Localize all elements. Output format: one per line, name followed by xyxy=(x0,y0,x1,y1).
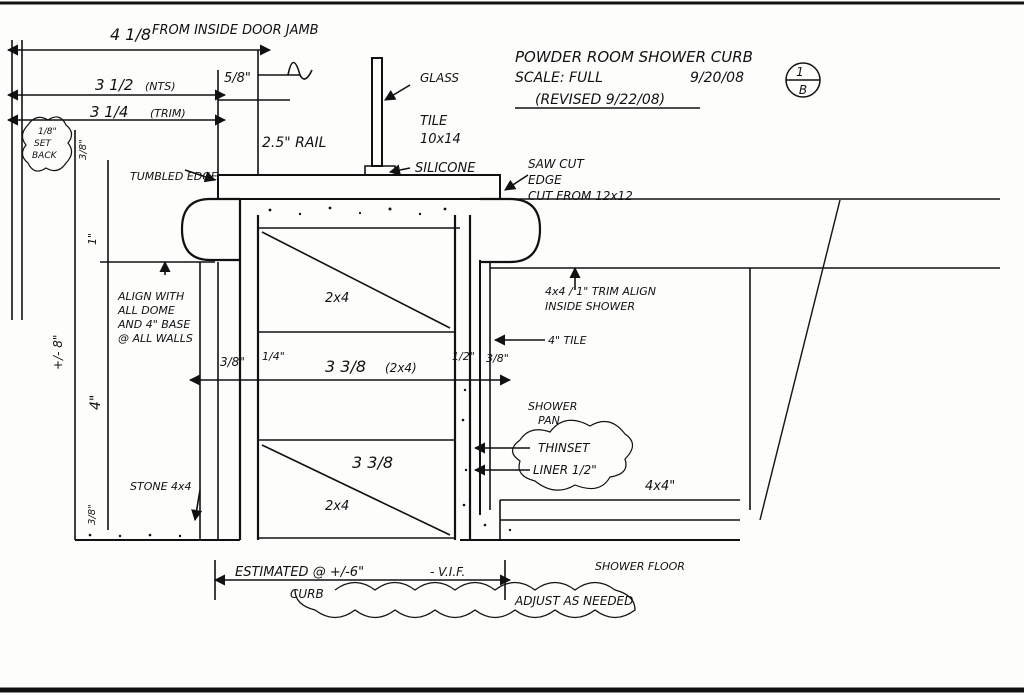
dim-width-trim: 3 1/4 xyxy=(90,103,128,121)
dim-top-overall-note: FROM INSIDE DOOR JAMB xyxy=(152,23,319,38)
label-stone: STONE 4x4 xyxy=(130,480,192,493)
label-trim-align-2: INSIDE SHOWER xyxy=(545,300,635,313)
label-align-4: @ ALL WALLS xyxy=(118,332,193,345)
setback-line-2: SET xyxy=(34,139,52,149)
label-thinset: THINSET xyxy=(538,441,591,455)
dim-left-small: 3/8" xyxy=(78,139,89,160)
sheet-number: 1 xyxy=(796,65,804,79)
setback-line-1: 1/8" xyxy=(38,127,57,137)
label-tumbled-edge: TUMBLED EDGE xyxy=(130,170,218,183)
dim-width-nts-note: (NTS) xyxy=(145,80,176,93)
dim-vif: - V.I.F. xyxy=(430,565,465,579)
label-four-tile: 4" TILE xyxy=(548,334,587,347)
label-align-1: ALIGN WITH xyxy=(117,290,184,303)
label-saw-cut-3: CUT FROM 12x12 xyxy=(528,189,633,203)
label-curb: CURB xyxy=(290,587,324,601)
dim-center-2x4: 3 3/8 xyxy=(325,357,366,376)
label-glass: GLASS xyxy=(420,71,459,85)
label-align-3: AND 4" BASE xyxy=(117,318,190,331)
label-align-2: ALL DOME xyxy=(117,304,175,317)
dim-one-inch: 1" xyxy=(86,233,99,245)
label-stud-top: 2x4 xyxy=(325,291,349,306)
label-shower-pan-1: SHOWER xyxy=(528,400,577,413)
label-adjust: ADJUST AS NEEDED xyxy=(514,594,633,608)
revised-date: (REVISED 9/22/08) xyxy=(535,92,665,108)
dim-right-1-2: 1/2" xyxy=(452,350,475,363)
label-shower-floor: SHOWER FLOOR xyxy=(595,560,685,573)
label-tile-size: 10x14 xyxy=(420,132,461,147)
dim-rail-offset: 5/8" xyxy=(224,71,251,86)
label-tile: TILE xyxy=(420,114,448,129)
label-silicone: SILICONE xyxy=(415,161,476,176)
dim-width-nts: 3 1/2 xyxy=(95,76,133,94)
dim-bottom-small: 3/8" xyxy=(87,504,98,525)
label-rail: 2.5" RAIL xyxy=(262,135,326,151)
drawing-title: POWDER ROOM SHOWER CURB xyxy=(515,48,753,66)
drawing-date: 9/20/08 xyxy=(690,70,744,86)
label-shower-pan-2: PAN xyxy=(538,414,560,427)
sheet-letter: B xyxy=(799,83,807,97)
label-tile-4x4: 4x4" xyxy=(645,479,675,494)
construction-lines xyxy=(6,40,1000,619)
dim-left-1-4: 1/4" xyxy=(262,350,285,363)
dim-left-height: 4" xyxy=(88,395,104,410)
dim-lower-3-3-8: 3 3/8 xyxy=(352,453,393,472)
dim-top-overall: 4 1/8 xyxy=(110,25,151,44)
dim-left-3-8: 3/8" xyxy=(220,355,245,369)
label-stud-bottom: 2x4 xyxy=(325,499,349,514)
dim-right-3-8: 3/8" xyxy=(486,352,509,365)
label-saw-cut-2: EDGE xyxy=(528,173,562,187)
drawing-scale: SCALE: FULL xyxy=(515,70,603,86)
dim-estimated: ESTIMATED @ +/-6" xyxy=(235,565,364,580)
dim-width-trim-note: (TRIM) xyxy=(150,107,186,120)
stone-stipple xyxy=(88,206,512,538)
dim-center-2x4-note: (2x4) xyxy=(385,361,417,375)
label-trim-align-1: 4x4 / 1" TRIM ALIGN xyxy=(545,285,656,298)
label-saw-cut-1: SAW CUT xyxy=(528,157,585,171)
dim-left-height-tol: +/- 8" xyxy=(51,335,65,370)
setback-line-3: BACK xyxy=(32,151,58,161)
label-liner: LINER 1/2" xyxy=(533,463,597,477)
